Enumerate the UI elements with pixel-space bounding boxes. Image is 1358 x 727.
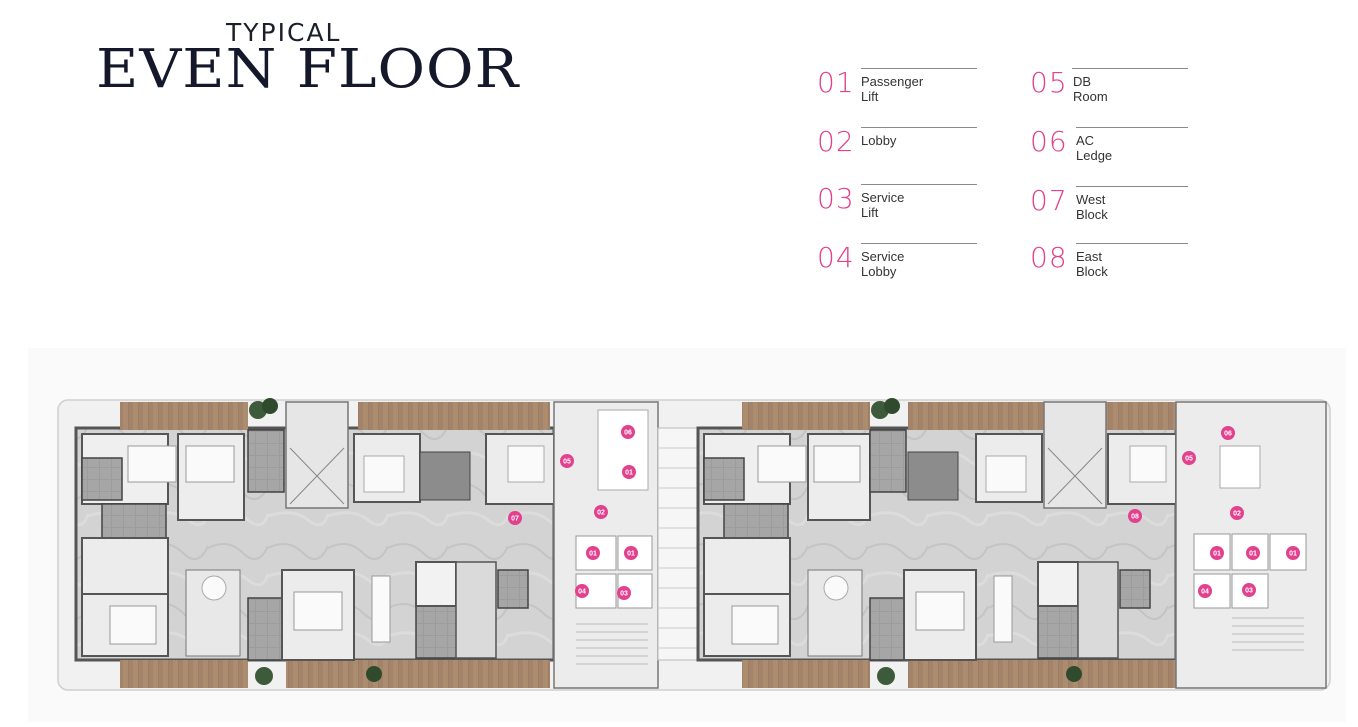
svg-text:01: 01: [1213, 551, 1221, 558]
central-stair: [657, 427, 705, 661]
page-title: EVEN FLOOR: [96, 37, 520, 100]
legend-divider: [1076, 243, 1188, 244]
legend-number: 03: [817, 182, 855, 215]
marker-ac-ledge: 06: [621, 425, 635, 439]
legend-divider: [1072, 68, 1188, 69]
floor-plan: 06 05 01 02 07 01 01 04 03 06 05 08 02 0…: [28, 348, 1346, 722]
marker-passenger-lift: 01: [622, 465, 636, 479]
legend-label: Passenger Lift: [861, 74, 924, 104]
svg-text:07: 07: [511, 516, 519, 523]
svg-text:08: 08: [1131, 514, 1139, 521]
svg-text:02: 02: [597, 510, 605, 517]
svg-text:01: 01: [1289, 551, 1297, 558]
svg-text:05: 05: [563, 459, 571, 466]
marker-service-lobby: 04: [575, 584, 589, 598]
title-small: TYPICAL: [226, 18, 342, 47]
marker-db-room: 05: [560, 454, 574, 468]
legend-divider: [861, 243, 977, 244]
svg-text:05: 05: [1185, 456, 1193, 463]
svg-text:03: 03: [1245, 588, 1253, 595]
svg-text:01: 01: [589, 551, 597, 558]
marker-west-block: 07: [508, 511, 522, 525]
svg-text:01: 01: [1249, 551, 1257, 558]
legend-number: 08: [1030, 241, 1068, 274]
marker-ac-ledge: 06: [1221, 426, 1235, 440]
legend-number: 05: [1030, 66, 1068, 99]
svg-text:06: 06: [624, 430, 632, 437]
legend-label: Service Lift: [861, 190, 905, 220]
marker-passenger-lift: 01: [624, 546, 638, 560]
west-block: [74, 398, 659, 689]
svg-text:02: 02: [1233, 511, 1241, 518]
marker-passenger-lift: 01: [586, 546, 600, 560]
legend-label: East Block: [1076, 249, 1108, 279]
marker-service-lobby: 04: [1198, 584, 1212, 598]
marker-passenger-lift: 01: [1210, 546, 1224, 560]
marker-service-lift: 03: [617, 586, 631, 600]
legend-number: 06: [1030, 125, 1068, 158]
marker-east-block: 08: [1128, 509, 1142, 523]
legend-number: 02: [817, 125, 855, 158]
legend-divider: [861, 68, 977, 69]
svg-text:04: 04: [1201, 589, 1209, 596]
svg-text:06: 06: [1224, 431, 1232, 438]
marker-service-lift: 03: [1242, 583, 1256, 597]
legend-label: DB Room: [1073, 74, 1108, 104]
svg-text:01: 01: [627, 551, 635, 558]
marker-passenger-lift: 01: [1246, 546, 1260, 560]
svg-text:01: 01: [625, 470, 633, 477]
legend-divider: [861, 127, 977, 128]
legend-number: 07: [1030, 184, 1068, 217]
marker-lobby: 02: [1230, 506, 1244, 520]
floor-plan-drawing: 06 05 01 02 07 01 01 04 03 06 05 08 02 0…: [28, 348, 1346, 722]
east-block: [696, 398, 1327, 689]
legend-label: Service Lobby: [861, 249, 905, 279]
legend-label: Lobby: [861, 133, 897, 148]
legend-label: AC Ledge: [1076, 133, 1113, 163]
legend-divider: [1076, 127, 1188, 128]
legend-label: West Block: [1076, 192, 1108, 222]
marker-db-room: 05: [1182, 451, 1196, 465]
marker-lobby: 02: [594, 505, 608, 519]
marker-passenger-lift: 01: [1286, 546, 1300, 560]
legend-divider: [1076, 186, 1188, 187]
legend-number: 04: [817, 241, 855, 274]
svg-text:04: 04: [578, 589, 586, 596]
legend-divider: [861, 184, 977, 185]
legend-number: 01: [817, 66, 855, 99]
svg-text:03: 03: [620, 591, 628, 598]
